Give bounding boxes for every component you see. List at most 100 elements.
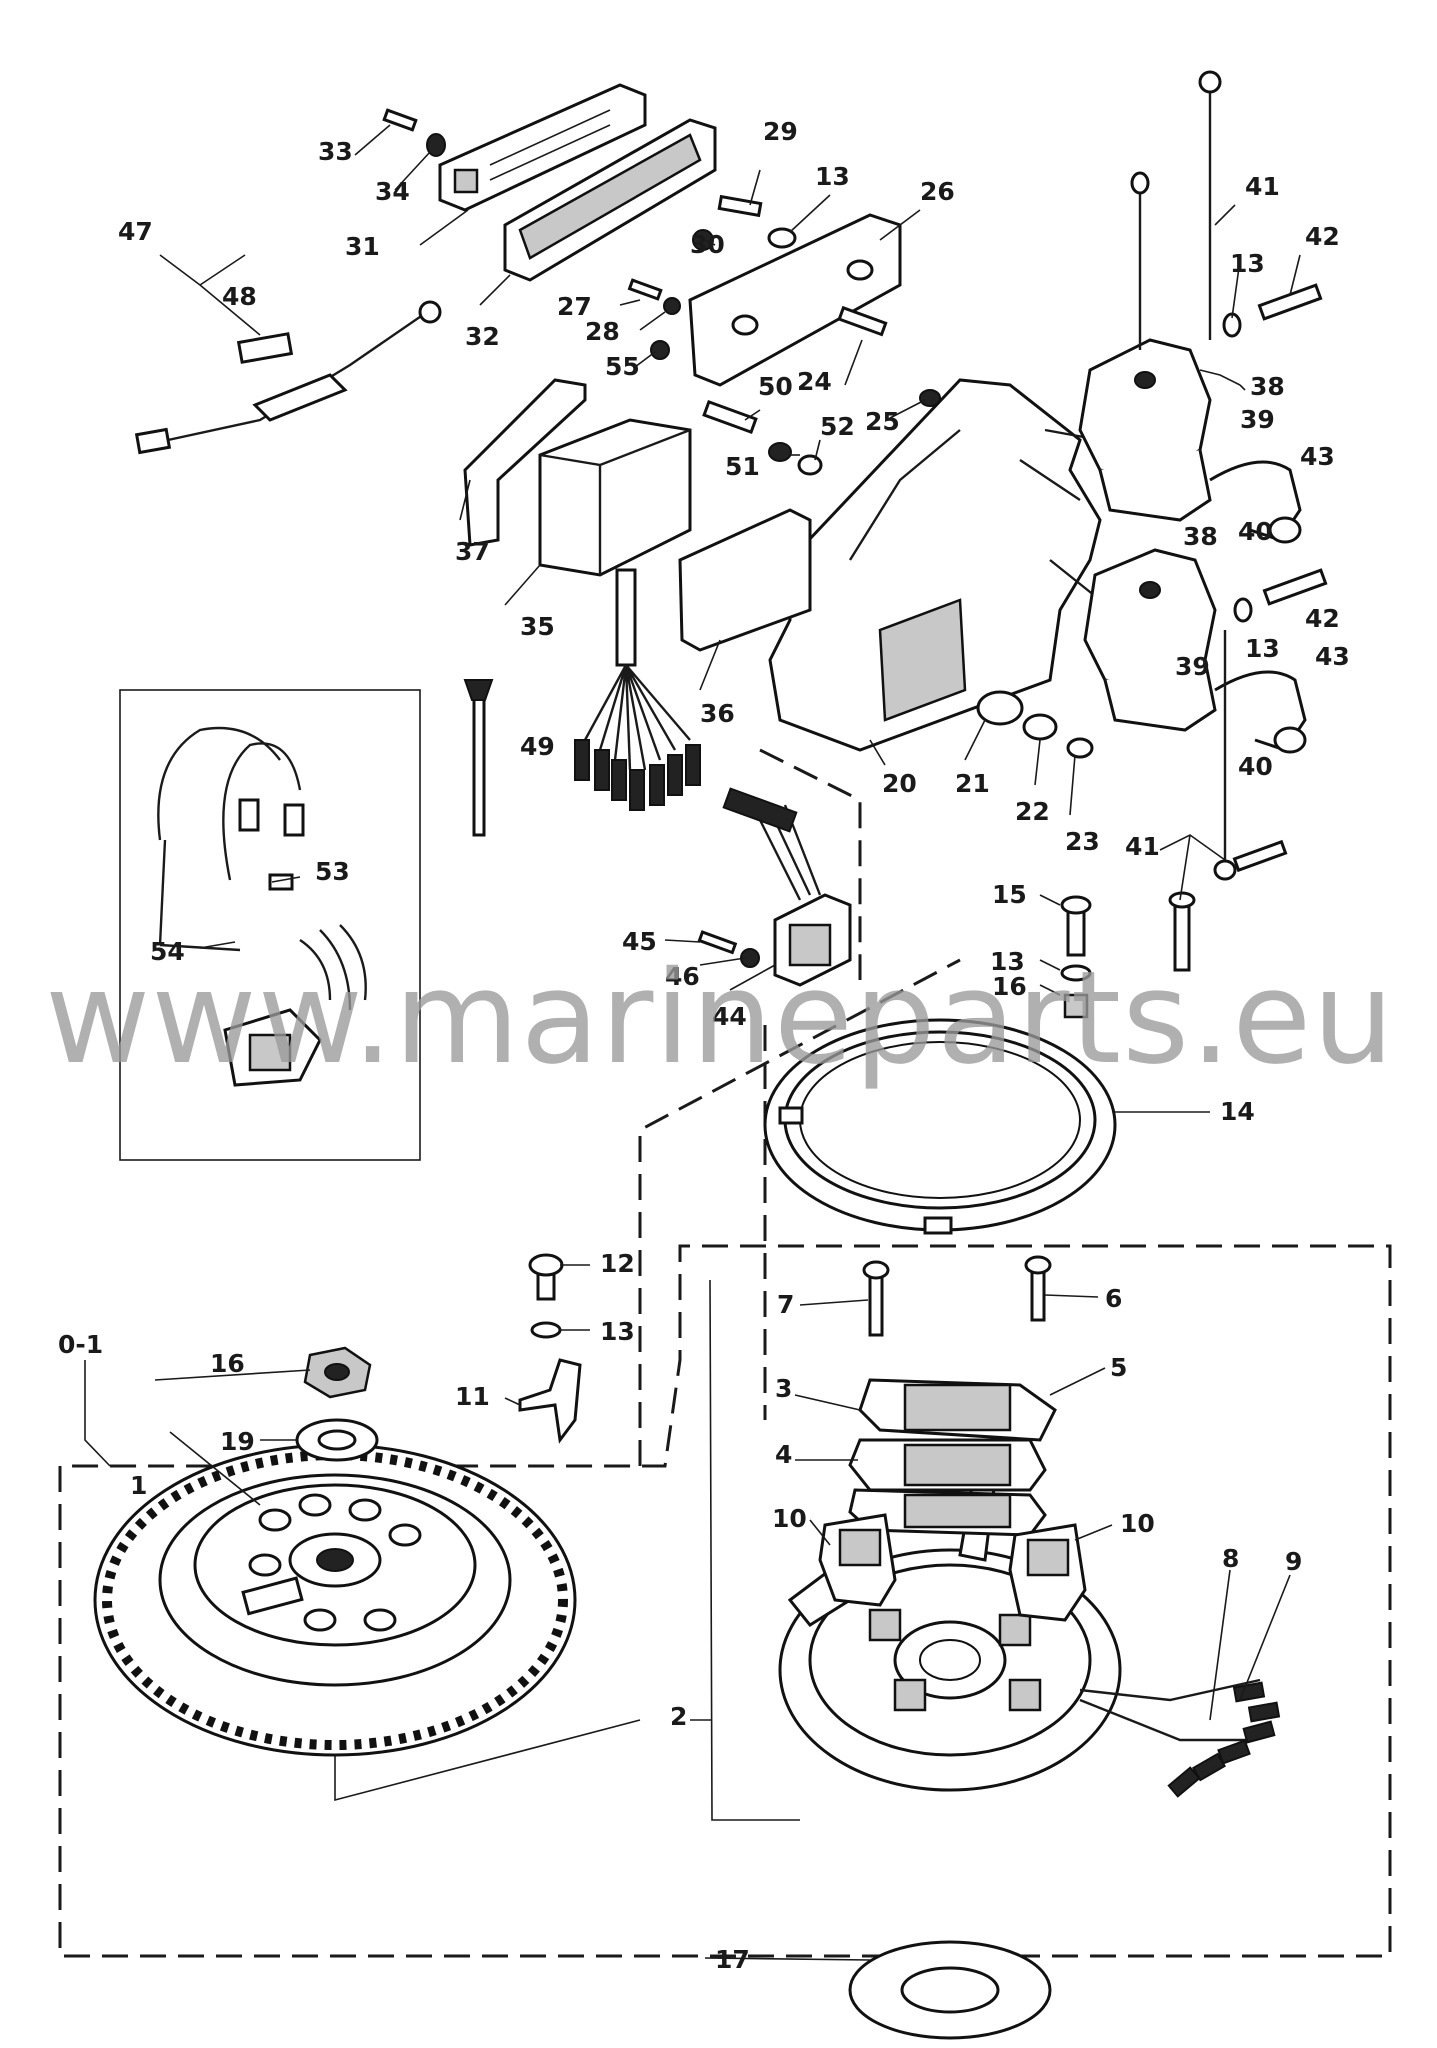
callout-3: 3 <box>775 1374 792 1403</box>
callout-50: 50 <box>758 372 793 401</box>
pulser-coils <box>818 1513 1087 1622</box>
callout-46: 46 <box>665 962 700 991</box>
callout-53: 53 <box>315 857 350 886</box>
callout-11: 11 <box>455 1382 490 1411</box>
callout-5: 5 <box>1110 1353 1127 1382</box>
pin <box>1168 891 1196 972</box>
callout-17: 17 <box>715 1945 750 1974</box>
flywheel-washer <box>295 1418 379 1462</box>
callout-28: 28 <box>585 317 620 346</box>
callout-15: 15 <box>992 880 1027 909</box>
callout-13-coil-upper: 13 <box>1230 249 1265 278</box>
callout-8: 8 <box>1222 1544 1239 1573</box>
callout-0-1: 0-1 <box>58 1330 103 1359</box>
callout-4: 4 <box>775 1440 792 1469</box>
callout-54: 54 <box>150 937 185 966</box>
callout-44: 44 <box>712 1002 747 1031</box>
callout-13-flywheel: 13 <box>600 1317 635 1346</box>
callout-37: 37 <box>455 537 490 566</box>
coil-bolts <box>1222 283 1328 873</box>
callout-55: 55 <box>605 352 640 381</box>
callout-52: 52 <box>820 412 855 441</box>
gasket <box>503 118 717 282</box>
cdi-harness <box>574 568 701 811</box>
stator-screws <box>862 1255 1052 1337</box>
callout-20: 20 <box>882 769 917 798</box>
callout-38-lower: 38 <box>1183 522 1218 551</box>
callout-38-upper: 38 <box>1250 372 1285 401</box>
callout-12: 12 <box>600 1249 635 1278</box>
callout-43-lower: 43 <box>1315 642 1350 671</box>
label-plate <box>438 83 647 212</box>
callout-13-coil-lower: 13 <box>1245 634 1280 663</box>
callout-13-bolt-stack: 13 <box>990 947 1025 976</box>
callout-13-top: 13 <box>815 162 850 191</box>
watermark-text: www.marineparts.eu <box>45 944 1395 1093</box>
callout-19: 19 <box>220 1427 255 1456</box>
callout-30: 30 <box>690 230 725 259</box>
callout-1: 1 <box>130 1471 147 1500</box>
ignition-coil-upper <box>1078 338 1302 544</box>
callout-26: 26 <box>920 177 955 206</box>
callout-24: 24 <box>797 367 832 396</box>
callout-43-upper: 43 <box>1300 442 1335 471</box>
callout-7: 7 <box>777 1290 794 1319</box>
cdi-bracket <box>463 378 587 547</box>
callout-25: 25 <box>865 407 900 436</box>
callout-48: 48 <box>222 282 257 311</box>
small-bolt-stack <box>1060 895 1092 1019</box>
bottom-washer <box>848 1940 1052 2040</box>
ground-wires <box>1130 70 1237 881</box>
callout-2: 2 <box>670 1702 687 1731</box>
callout-9: 9 <box>1285 1547 1302 1576</box>
callout-16-bolt-stack: 16 <box>992 972 1027 1001</box>
flywheel <box>93 1443 577 1757</box>
callout-40-lower: 40 <box>1238 752 1273 781</box>
callout-36: 36 <box>700 699 735 728</box>
callout-41-lower: 41 <box>1125 832 1160 861</box>
cdi-unit <box>538 418 692 577</box>
ignition-coil-lower <box>1083 548 1307 754</box>
assembly-boundaries <box>58 748 1392 1958</box>
callout-6: 6 <box>1105 1284 1122 1313</box>
callout-10-left: 10 <box>772 1504 807 1533</box>
callout-32: 32 <box>465 322 500 351</box>
rectifier <box>697 787 852 987</box>
callout-51: 51 <box>725 452 760 481</box>
callout-45: 45 <box>622 927 657 956</box>
inset-box <box>119 689 421 1161</box>
callout-23: 23 <box>1065 827 1100 856</box>
charge-coil-stack <box>848 1378 1057 1537</box>
callout-14: 14 <box>1220 1097 1255 1126</box>
callout-40-upper: 40 <box>1238 517 1273 546</box>
small-screws <box>382 108 941 476</box>
cdi-cover <box>688 213 902 387</box>
cable-tie <box>463 679 494 837</box>
callout-22: 22 <box>1015 797 1050 826</box>
callout-29: 29 <box>763 117 798 146</box>
bracket <box>518 1253 582 1444</box>
callout-49: 49 <box>520 732 555 761</box>
resistor-lead <box>134 300 442 455</box>
ring <box>763 1018 1117 1235</box>
callout-35: 35 <box>520 612 555 641</box>
cdi-plate <box>678 508 812 652</box>
callout-34: 34 <box>375 177 410 206</box>
callout-labels: 1 2 3 4 5 6 7 8 9 10 10 11 12 13 13 13 1… <box>58 117 1350 1974</box>
callout-21: 21 <box>955 769 990 798</box>
callout-16-nut: 16 <box>210 1349 245 1378</box>
callout-42-lower: 42 <box>1305 604 1340 633</box>
callout-39-upper: 39 <box>1240 405 1275 434</box>
callout-27: 27 <box>557 292 592 321</box>
flywheel-nut <box>303 1346 372 1399</box>
callout-47: 47 <box>118 217 153 246</box>
callout-31: 31 <box>345 232 380 261</box>
callout-39-lower: 39 <box>1175 652 1210 681</box>
callout-41-upper: 41 <box>1245 172 1280 201</box>
electric-bracket <box>768 378 1102 759</box>
stator-wire-terminals <box>1167 1681 1281 1798</box>
callout-42-upper: 42 <box>1305 222 1340 251</box>
callout-33: 33 <box>318 137 353 166</box>
